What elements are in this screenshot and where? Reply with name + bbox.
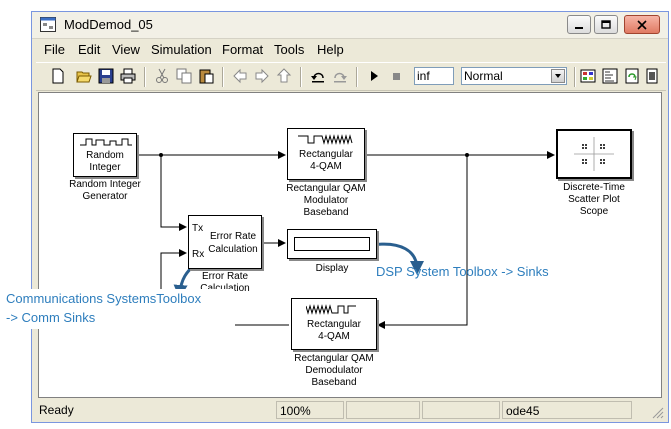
error-rate-label-1: Error Rate — [201, 271, 249, 282]
comm-annotation-background — [0, 289, 234, 329]
status-ready: Ready — [39, 403, 74, 417]
status-bar: Ready 100% ode45 — [32, 400, 668, 422]
menu-tools[interactable]: Tools — [274, 42, 305, 57]
status-solver: ode45 — [502, 401, 632, 419]
redo-icon[interactable] — [332, 68, 348, 84]
signal-lines — [137, 151, 555, 329]
window-title: ModDemod_05 — [64, 17, 153, 32]
menu-file[interactable]: File — [44, 42, 65, 57]
random-integer-block[interactable]: Random Integer — [73, 133, 137, 177]
menu-view[interactable]: View — [112, 42, 140, 57]
debug-icon[interactable] — [644, 68, 660, 84]
menu-format[interactable]: Format — [222, 42, 264, 57]
random-integer-label-2: Generator — [82, 191, 128, 202]
title-bar[interactable]: ModDemod_05 — [32, 12, 668, 39]
copy-icon[interactable] — [176, 68, 192, 84]
line-mod-to-demod — [377, 155, 468, 329]
toolbar: inf Normal — [36, 62, 666, 91]
qam-mod-label-3: Baseband — [303, 207, 349, 218]
resize-grip-icon[interactable] — [650, 405, 664, 419]
model-explorer-icon[interactable] — [602, 68, 618, 84]
line-gen-to-tx — [160, 155, 187, 231]
error-rate-block[interactable]: Tx Rx Error Rate Calculation — [188, 215, 262, 269]
random-integer-inner-2: Integer — [89, 162, 121, 173]
qam-demod-label-1: Rectangular QAM — [294, 353, 374, 364]
close-button[interactable] — [624, 15, 660, 34]
new-icon[interactable] — [50, 68, 66, 84]
error-rate-label: Error Rate Calculation — [183, 271, 267, 295]
library-browser-icon[interactable] — [580, 68, 596, 84]
cut-icon[interactable] — [154, 68, 170, 84]
error-rate-label-2: Calculation — [183, 283, 267, 295]
close-icon — [637, 19, 647, 30]
stop-time-input[interactable]: inf — [414, 67, 454, 85]
run-icon[interactable] — [366, 68, 382, 84]
scatter-plot-label: Discrete-Time Scatter Plot Scope — [544, 182, 644, 218]
qam-demod-inner-2: 4-QAM — [318, 331, 350, 342]
qam-modulator-block[interactable]: Rectangular 4-QAM — [287, 128, 365, 180]
menu-simulation[interactable]: Simulation — [151, 42, 212, 57]
scatter-label-2: Scatter Plot — [568, 194, 620, 205]
comm-annotation-line2: -> Comm Sinks — [6, 310, 96, 325]
menu-help[interactable]: Help — [317, 42, 344, 57]
scatter-plot-block[interactable] — [556, 129, 632, 179]
qam-mod-inner-1: Rectangular — [299, 149, 353, 160]
comm-annotation-line1: Communications SystemsToolbox — [6, 291, 202, 306]
random-integer-inner-1: Random — [86, 150, 124, 161]
error-rate-inner-1: Error Rate — [209, 231, 257, 242]
up-icon[interactable] — [276, 68, 292, 84]
modulated-waveform-icon — [298, 134, 353, 145]
display-value-box — [294, 237, 370, 251]
qam-demod-label-3: Baseband — [311, 377, 357, 388]
qam-mod-label-2: Modulator — [303, 195, 349, 206]
stop-icon[interactable] — [388, 68, 404, 84]
maximize-icon — [601, 19, 611, 29]
qam-mod-label-1: Rectangular QAM — [286, 183, 366, 194]
print-icon[interactable] — [120, 68, 136, 84]
display-block[interactable] — [287, 229, 377, 259]
minimize-button[interactable] — [567, 15, 591, 34]
scatter-label-3: Scope — [579, 206, 609, 217]
paste-icon[interactable] — [198, 68, 214, 84]
qam-demod-label-2: Demodulator — [305, 365, 363, 376]
random-integer-waveform-icon — [80, 138, 132, 146]
dsp-arrow — [371, 242, 424, 275]
error-rate-inner-2: Calculation — [208, 244, 258, 255]
qam-demod-inner-1: Rectangular — [307, 319, 361, 330]
forward-icon[interactable] — [254, 68, 270, 84]
demodulated-waveform-icon — [306, 304, 356, 315]
port-tx-label: Tx — [192, 223, 204, 234]
status-zoom: 100% — [276, 401, 344, 419]
display-label: Display — [315, 263, 349, 274]
dsp-annotation: DSP System Toolbox -> Sinks — [376, 264, 549, 279]
maximize-button[interactable] — [594, 15, 618, 34]
qam-demodulator-label: Rectangular QAM Demodulator Baseband — [277, 353, 391, 389]
port-rx-label: Rx — [192, 249, 205, 260]
random-integer-label-1: Random Integer — [69, 179, 141, 190]
model-canvas[interactable]: Random Integer Random Integer Generator … — [38, 92, 662, 398]
menu-bar: File Edit View Simulation Format Tools H… — [32, 39, 668, 59]
qam-modulator-label: Rectangular QAM Modulator Baseband — [273, 183, 379, 219]
open-icon[interactable] — [76, 68, 92, 84]
dropdown-arrow[interactable] — [551, 69, 565, 83]
qam-demodulator-block[interactable]: Rectangular 4-QAM — [291, 298, 377, 350]
simulation-mode-select[interactable]: Normal — [461, 67, 567, 85]
status-field-empty-1 — [346, 401, 420, 419]
minimize-icon — [575, 26, 583, 29]
back-icon[interactable] — [232, 68, 248, 84]
update-icon[interactable] — [624, 68, 640, 84]
constellation-icon — [574, 137, 614, 171]
simulink-icon — [40, 17, 56, 32]
simulink-window: ModDemod_05 File Edit View Simulation Fo… — [31, 11, 669, 423]
random-integer-label: Random Integer Generator — [59, 179, 151, 203]
menu-edit[interactable]: Edit — [78, 42, 101, 57]
qam-mod-inner-2: 4-QAM — [310, 161, 342, 172]
undo-icon[interactable] — [310, 68, 326, 84]
save-icon[interactable] — [98, 68, 114, 84]
chevron-down-icon — [555, 74, 561, 78]
simulation-mode-value: Normal — [464, 69, 503, 83]
scatter-label-1: Discrete-Time — [563, 182, 625, 193]
status-field-empty-2 — [422, 401, 500, 419]
